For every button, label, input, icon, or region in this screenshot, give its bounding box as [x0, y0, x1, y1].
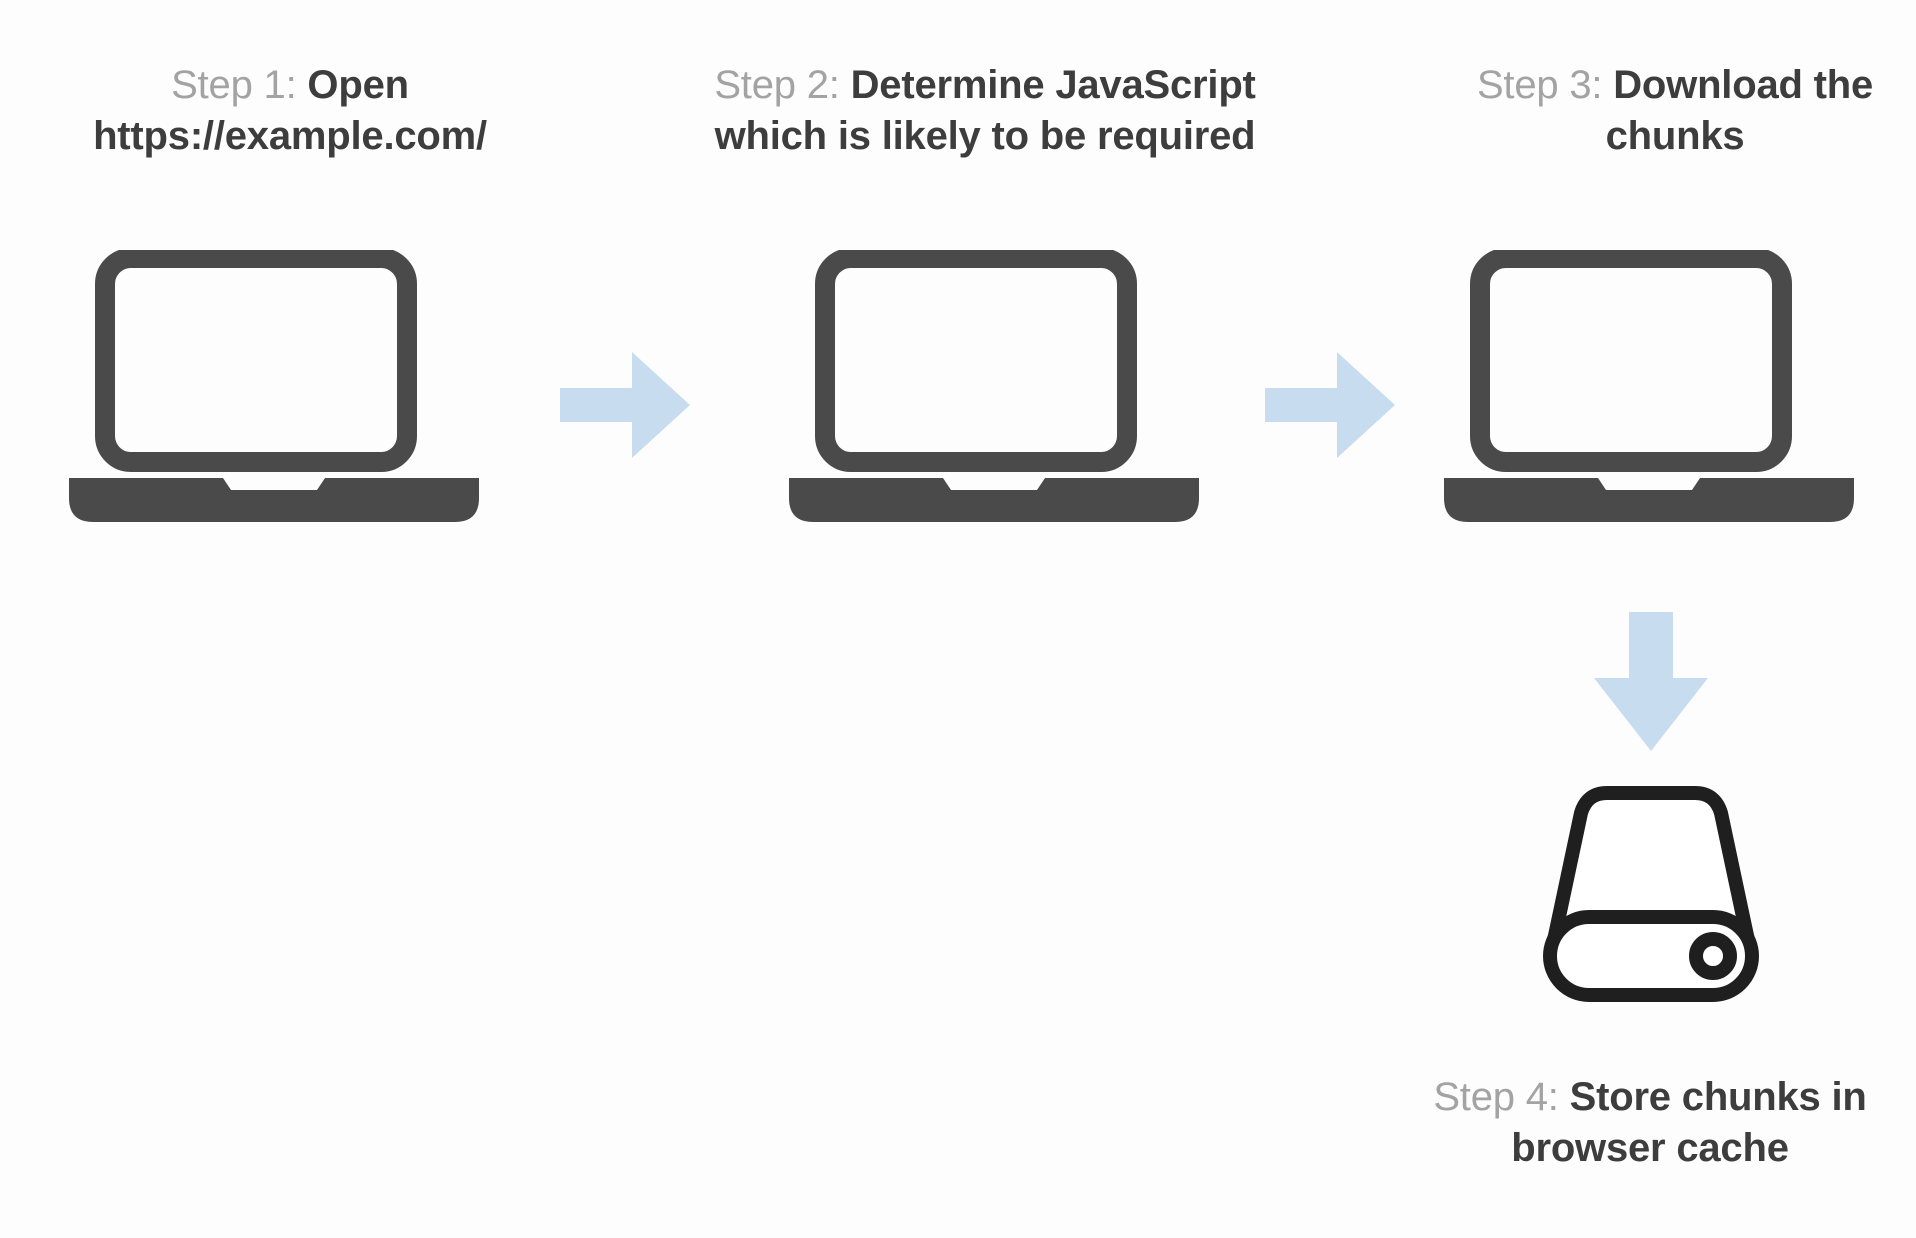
step-4-prefix: Step 4: [1433, 1075, 1570, 1119]
step-4-text: Store chunks in browser cache [1511, 1075, 1867, 1171]
step-2-prefix: Step 2: [714, 63, 851, 107]
arrow-down-icon-1 [1592, 612, 1710, 752]
step-2-text: Determine JavaScript which is likely to … [714, 63, 1256, 159]
step-4-caption: Step 4: Store chunks in browser cache [1420, 1072, 1880, 1174]
step-3-caption: Step 3: Download the chunks [1420, 60, 1916, 162]
step-1-text: Open https://example.com/ [93, 63, 487, 159]
step-1-caption: Step 1: Open https://example.com/ [40, 60, 540, 162]
arrow-right-icon-2 [1265, 350, 1395, 460]
laptop-icon-step-1 [65, 250, 483, 565]
laptop-icon-step-3 [1440, 250, 1858, 565]
disk-drive-icon-step-4 [1535, 785, 1767, 1007]
laptop-icon-step-2 [785, 250, 1203, 565]
step-2-caption: Step 2: Determine JavaScript which is li… [690, 60, 1280, 162]
arrow-right-icon-1 [560, 350, 690, 460]
step-3-text: Download the chunks [1605, 63, 1874, 159]
step-1-prefix: Step 1: [171, 63, 308, 107]
step-3-prefix: Step 3: [1476, 63, 1614, 107]
